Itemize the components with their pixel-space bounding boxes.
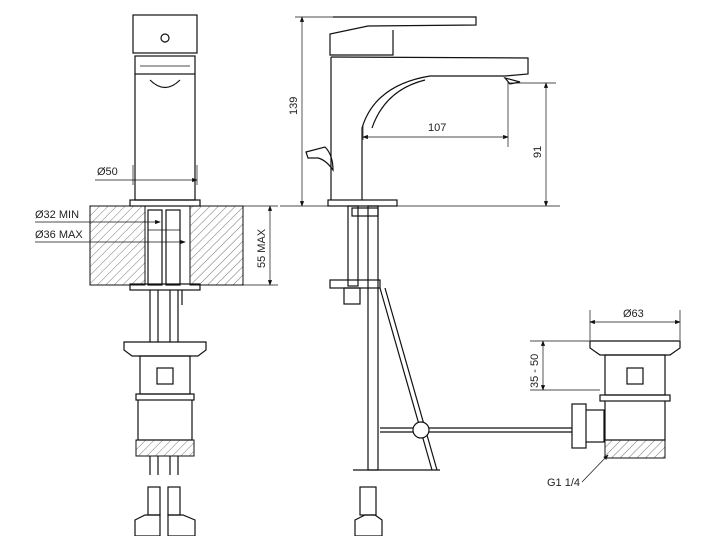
dim-flange-diameter: Ø63 <box>623 308 644 320</box>
dim-total-height: 139 <box>288 97 300 115</box>
front-view: Ø50 Ø32 MIN Ø36 MAX 55 MAX <box>35 14 278 536</box>
dim-spout-diameter: Ø50 <box>97 166 118 178</box>
dim-spout-reach: 107 <box>428 122 446 134</box>
dim-flange-height: 35 - 50 <box>529 354 541 388</box>
indicator-dot-icon <box>160 33 170 43</box>
waste-flange <box>123 341 207 357</box>
side-base-plate <box>327 199 398 207</box>
dim-spout-height: 91 <box>532 146 544 158</box>
dim-hole-max: Ø36 MAX <box>35 229 83 241</box>
side-view: 139 107 91 <box>280 16 572 536</box>
faucet-body <box>134 74 196 201</box>
waste-thread-detail <box>604 439 666 459</box>
counter-section-right <box>189 205 244 286</box>
side-lever <box>329 16 477 56</box>
overflow-connector <box>571 403 587 449</box>
pop-up-rod-handle <box>305 146 334 172</box>
pivot-knob <box>412 421 430 439</box>
dim-counter-thickness: 55 MAX <box>256 228 268 268</box>
hose-nut-left <box>134 514 161 536</box>
lever-handle <box>132 14 198 54</box>
counter-section-left <box>89 205 146 286</box>
dim-hole-min: Ø32 MIN <box>35 209 79 221</box>
waste-view: Ø63 35 - 50 G1 1/4 <box>529 308 681 489</box>
spout <box>330 56 529 200</box>
hose-nut-right <box>167 514 196 536</box>
base-plate <box>129 199 201 207</box>
dim-thread: G1 1/4 <box>547 477 580 489</box>
waste-thread <box>135 439 195 457</box>
